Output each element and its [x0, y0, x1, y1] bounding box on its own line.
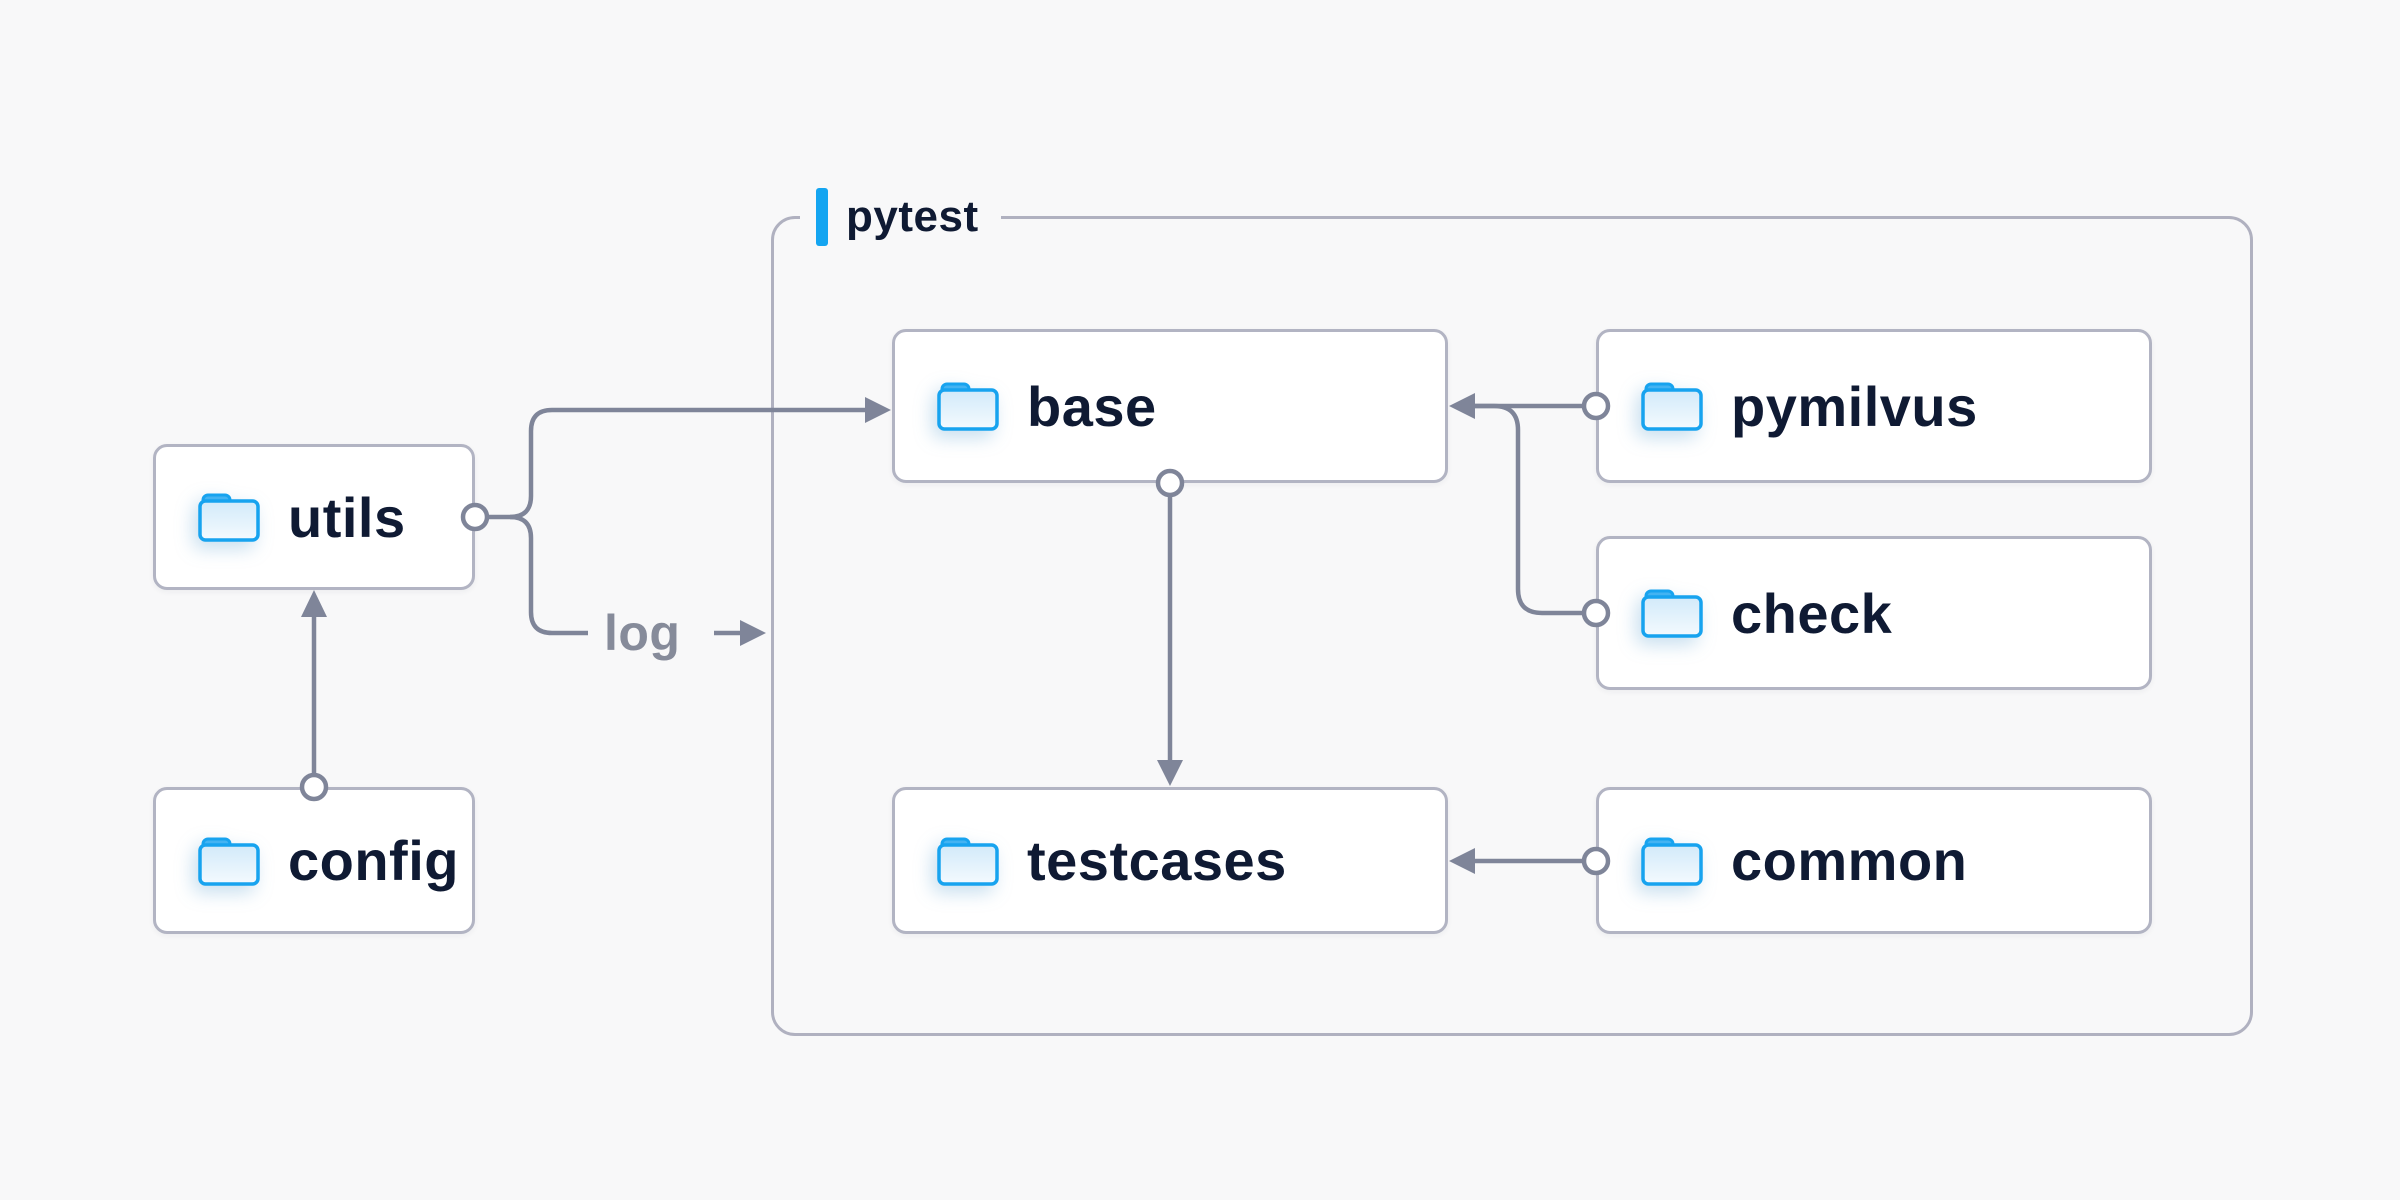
edge-line [509, 514, 588, 636]
folder-icon [937, 381, 999, 431]
pytest-group-label-text: pytest [846, 192, 979, 241]
folder-icon [1641, 381, 1703, 431]
node-label: check [1731, 581, 1893, 645]
accent-bar [816, 188, 828, 246]
node-testcases: testcases [892, 787, 1448, 934]
arrowhead [740, 620, 766, 646]
node-label: testcases [1027, 829, 1287, 892]
folder-icon [198, 492, 260, 542]
folder-icon [198, 836, 260, 886]
log-annotation: log [604, 605, 681, 661]
node-base: base [892, 329, 1448, 483]
node-config: config [153, 787, 475, 934]
pytest-group-label: pytest [800, 186, 1001, 248]
folder-icon [1641, 836, 1703, 886]
node-label: base [1027, 374, 1157, 438]
node-check: check [1596, 536, 2152, 690]
node-label: common [1731, 829, 1968, 892]
node-utils: utils [153, 444, 475, 590]
node-pymilvus: pymilvus [1596, 329, 2152, 483]
folder-icon [1641, 588, 1703, 638]
node-label: config [288, 829, 459, 892]
node-common: common [1596, 787, 2152, 934]
arrowhead [301, 590, 327, 617]
node-label: pymilvus [1731, 374, 1978, 438]
edge-config-utils [299, 590, 329, 802]
pytest-group-container [771, 216, 2253, 1036]
folder-icon [937, 836, 999, 886]
node-label: utils [288, 485, 406, 549]
